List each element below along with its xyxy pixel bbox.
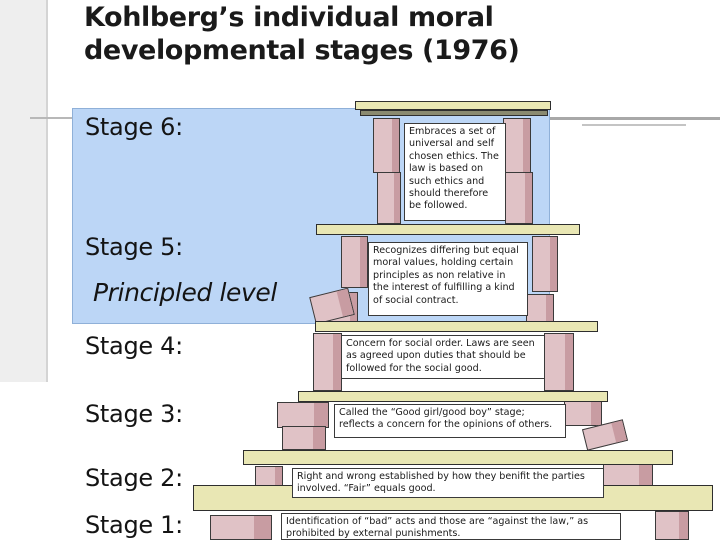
accent-line-right-secondary	[582, 124, 686, 126]
stage-6-description: Embraces a set of universal and self cho…	[404, 123, 506, 221]
brick	[655, 511, 689, 540]
stage-3-description: Called the “Good girl/good boy” stage; r…	[334, 404, 566, 438]
stage-2-label: Stage 2:	[85, 464, 183, 492]
accent-line-left	[30, 117, 72, 119]
brick	[526, 294, 554, 322]
brick	[503, 118, 531, 174]
brick	[564, 400, 602, 426]
brick	[277, 402, 329, 428]
brick	[505, 172, 533, 224]
brick	[341, 236, 368, 288]
stage-2-description: Right and wrong established by how they …	[292, 468, 604, 498]
brick	[282, 426, 326, 450]
brick	[373, 118, 400, 173]
stage-1-label: Stage 1:	[85, 511, 183, 539]
stair-plank-stage-5	[316, 224, 580, 235]
slide-title-line-2: developmental stages (1976)	[84, 35, 520, 66]
stair-plank-stage-6-edge	[360, 110, 548, 116]
brick	[210, 515, 272, 540]
brick	[377, 172, 401, 224]
stair-plank-stage-4	[315, 321, 598, 332]
stair-plank-stage-2	[243, 450, 673, 465]
side-decoration-edge	[46, 0, 48, 382]
stair-plank-stage-6	[355, 101, 551, 110]
stage-5-description: Recognizes differing but equal moral val…	[368, 242, 528, 316]
stage-1-description: Identification of “bad” acts and those a…	[281, 513, 621, 540]
stage-4-description: Concern for social order. Laws are seen …	[341, 335, 545, 379]
brick	[532, 236, 558, 292]
brick	[544, 333, 574, 391]
side-decoration-strip	[0, 0, 48, 382]
principled-level-label: Principled level	[93, 278, 277, 307]
slide-title: Kohlberg’s individual moral developmenta…	[84, 1, 604, 67]
stage-4-label: Stage 4:	[85, 332, 183, 360]
stage-5-label: Stage 5:	[85, 233, 183, 261]
slide-title-line-1: Kohlberg’s individual moral	[84, 2, 494, 33]
stage-6-label: Stage 6:	[85, 113, 183, 141]
brick	[313, 333, 342, 391]
stage-3-label: Stage 3:	[85, 400, 183, 428]
stair-plank-stage-3	[298, 391, 608, 402]
accent-line-right	[548, 117, 720, 120]
